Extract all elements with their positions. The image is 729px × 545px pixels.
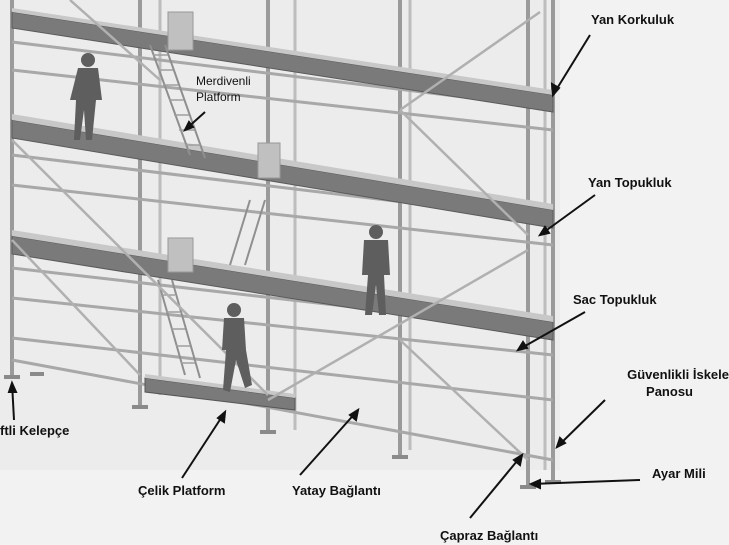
workers <box>70 53 390 392</box>
label-sac-topukluk: Sac Topukluk <box>573 292 657 307</box>
deck-top-faces <box>12 8 553 322</box>
label-yan-topukluk: Yan Topukluk <box>588 175 672 190</box>
label-merdivenli-platform: Merdivenli Platform <box>196 73 251 105</box>
label-guvenlikli-line2: Panosu <box>646 384 693 399</box>
steel-platform <box>144 374 296 411</box>
label-celik-platform: Çelik Platform <box>138 483 226 498</box>
label-merdivenli-line1: Merdivenli <box>196 74 251 88</box>
label-guvenlikli-line1: Güvenlikli İskele <box>627 367 729 382</box>
label-guvenlikli-iskele-panosu: Güvenlikli İskele Panosu <box>627 366 729 400</box>
label-yatay-baglanti: Yatay Bağlantı <box>292 483 381 498</box>
label-ciftli-kelepce: ftli Kelepçe <box>0 423 70 438</box>
label-yan-korkuluk: Yan Korkuluk <box>591 12 675 27</box>
label-merdivenli-line2: Platform <box>196 90 241 104</box>
ladder-rungs <box>153 54 200 364</box>
diagonal-braces <box>11 0 541 461</box>
label-ayar-mili: Ayar Mili <box>652 466 706 481</box>
hatch-boxes <box>167 11 281 273</box>
rear-standards <box>158 0 547 470</box>
base-plates <box>4 372 561 489</box>
label-capraz-baglanti: Çapraz Bağlantı <box>440 528 539 543</box>
callout-arrows <box>7 34 641 519</box>
